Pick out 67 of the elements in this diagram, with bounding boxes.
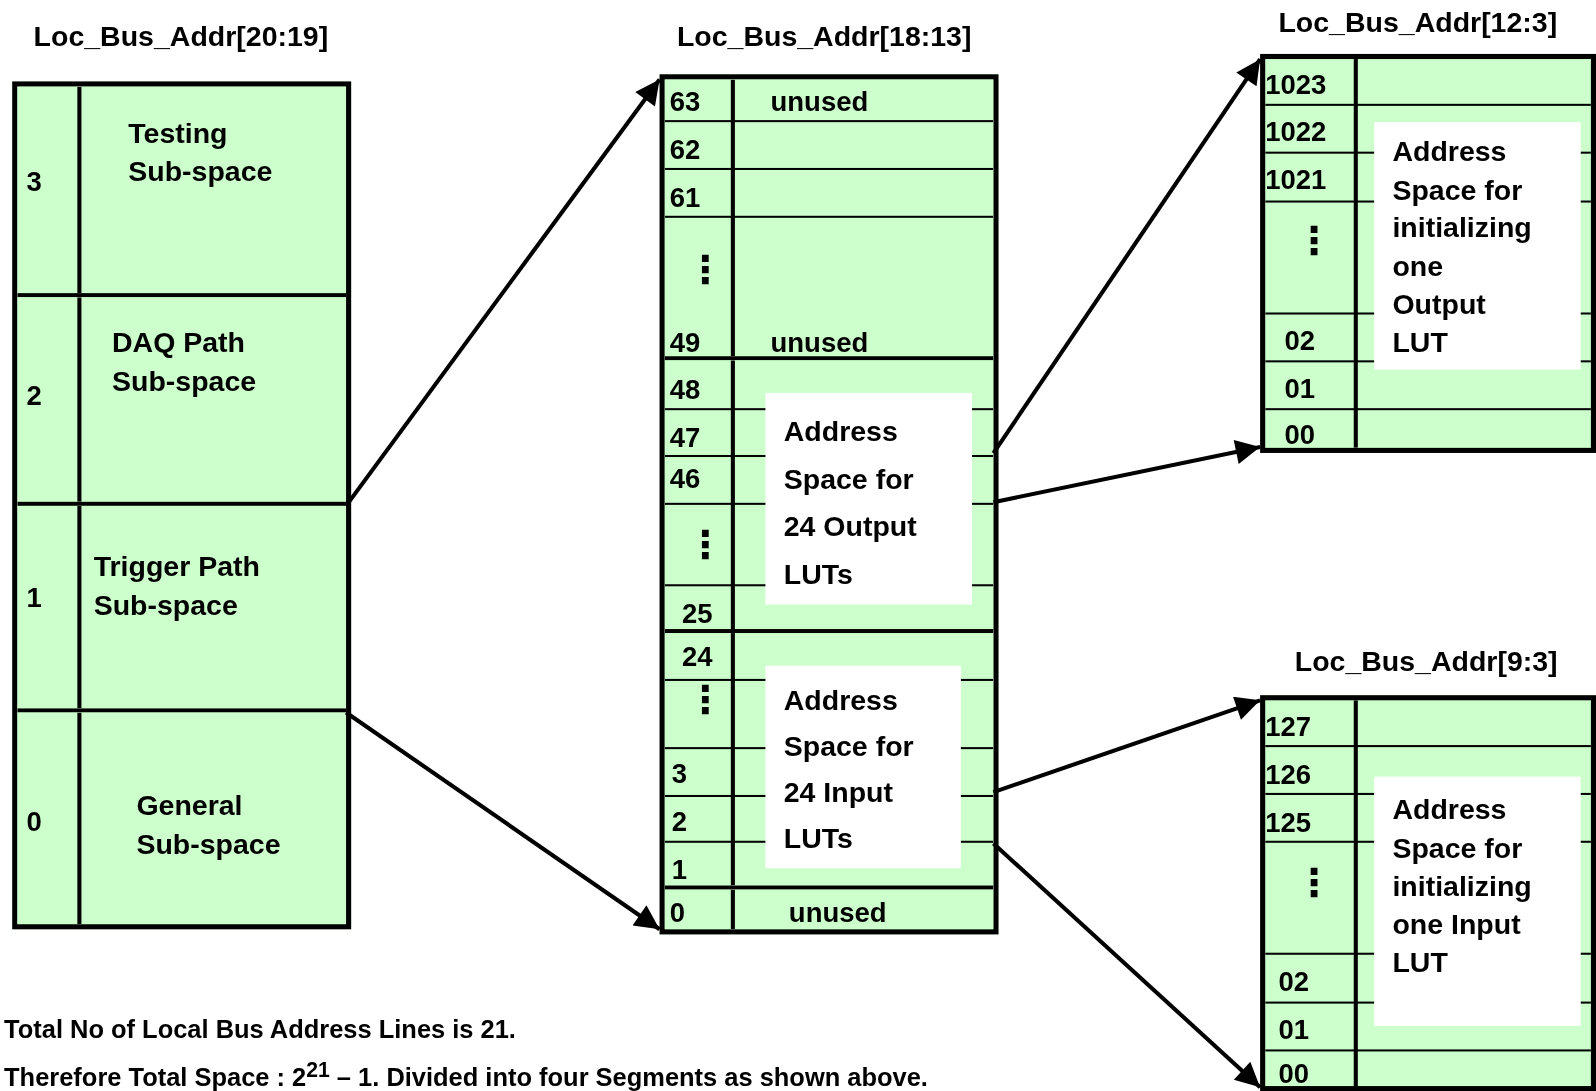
- subspace-row: [17, 505, 347, 713]
- address-number: 1022: [1265, 116, 1328, 150]
- row-index: 1: [26, 581, 43, 615]
- address-number: 48: [669, 373, 702, 408]
- description-text: Address Space for 24 Input LUTs: [783, 684, 915, 856]
- arrow: [992, 696, 1261, 795]
- unused-label: unused: [788, 896, 888, 930]
- address-number: 46: [669, 462, 702, 496]
- address-number: 01: [1284, 372, 1317, 407]
- address-number: 00: [1278, 1057, 1310, 1087]
- table-heading: Loc_Bus_Addr[20:19]: [33, 19, 330, 54]
- description-text: Address Space for 24 Output LUTs: [783, 414, 918, 593]
- arrow: [991, 58, 1262, 455]
- address-number: 0: [669, 896, 687, 930]
- address-number: 61: [669, 181, 702, 215]
- row-index: 3: [26, 165, 43, 200]
- address-number: 126: [1265, 758, 1313, 792]
- description-box: [765, 665, 961, 869]
- address-number: 127: [1265, 710, 1313, 744]
- address-number: 1021: [1265, 163, 1328, 198]
- description-box: [1374, 776, 1581, 1026]
- address-number: 3: [671, 757, 689, 791]
- address-segment: [664, 360, 994, 634]
- address-number: 62: [669, 133, 702, 167]
- unused-label: unused: [770, 326, 870, 357]
- description-box: [765, 392, 973, 605]
- arrow: [344, 710, 661, 931]
- ellipsis-mark: ⋮: [686, 246, 717, 295]
- subspace-row: [17, 297, 347, 506]
- table-heading: Loc_Bus_Addr[12:3]: [1278, 5, 1559, 40]
- address-number: 02: [1284, 324, 1317, 359]
- address-number: 63: [669, 85, 702, 120]
- address-number: 01: [1278, 1013, 1310, 1048]
- arrow: [992, 841, 1262, 1089]
- ellipsis-mark: ⋮: [686, 675, 717, 724]
- ellipsis-mark: ⋮: [1294, 217, 1326, 266]
- description-text: Address Space for initializing one Input LUT: [1392, 792, 1533, 981]
- subspace-label: DAQ Path Sub-space: [111, 325, 258, 399]
- note-text: Total No of Local Bus Address Lines is 21.: [4, 1013, 516, 1046]
- subspace-label: Trigger Path Sub-space: [93, 549, 261, 623]
- row-index: 2: [26, 379, 43, 414]
- address-number: 47: [669, 421, 702, 455]
- address-number: 02: [1278, 965, 1310, 1000]
- description-box: [1374, 122, 1581, 370]
- note-text: Therefore Total Space : 2$^{21}$ – 1. Divided into four Segments as shown above.: [4, 1056, 928, 1091]
- row-index: 0: [26, 805, 43, 839]
- address-number: 25: [681, 597, 714, 630]
- address-number: 125: [1265, 806, 1313, 840]
- table-heading: Loc_Bus_Addr[18:13]: [676, 19, 973, 54]
- ellipsis-mark: ⋮: [1294, 859, 1326, 907]
- unused-label: unused: [770, 85, 870, 120]
- subspace-label: General Sub-space: [136, 788, 282, 863]
- arrow: [993, 439, 1261, 505]
- address-number: 24: [681, 640, 714, 674]
- description-text: Address Space for initializing one Output LUT: [1392, 134, 1533, 360]
- address-number: 49: [669, 326, 702, 357]
- address-number: 00: [1284, 418, 1317, 448]
- address-segment: [664, 79, 994, 361]
- address-number: 2: [671, 805, 689, 839]
- subspace-label: Testing Sub-space: [128, 116, 274, 190]
- table-heading: Loc_Bus_Addr[9:3]: [1294, 644, 1559, 679]
- arrow: [344, 78, 662, 508]
- address-number: 1: [671, 854, 689, 886]
- address-segment: [664, 633, 994, 890]
- subspace-row: [17, 86, 347, 298]
- address-number: 1023: [1265, 68, 1328, 102]
- ellipsis-mark: ⋮: [686, 521, 717, 569]
